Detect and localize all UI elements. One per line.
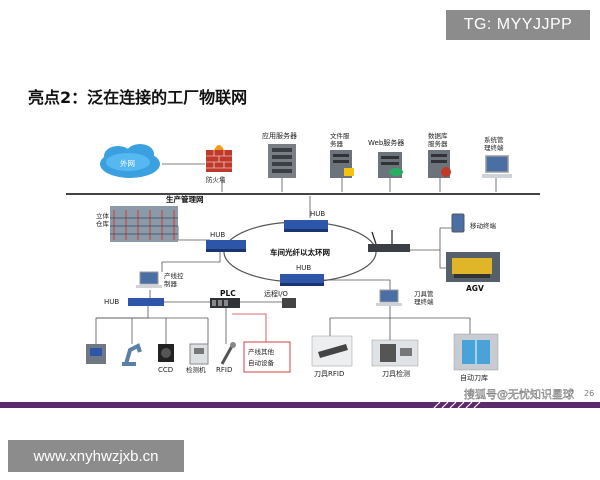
line-controller-label-2: 制器 [164,279,178,288]
page-title: 亮点2：泛在连接的工厂物联网 [28,88,248,107]
web-server-icon [378,152,403,178]
mobile-terminal-label: 移动终端 [470,221,497,230]
web-server-label: Web服务器 [368,138,404,147]
hub-top-label: HUB [310,210,325,218]
hub-top-icon [284,220,328,232]
watermark-bottom: www.xnyhwzjxb.cn [8,440,184,472]
remote-io-label: 远程I/O [264,289,288,298]
rfid-reader-icon [220,342,236,365]
agv-label: AGV [466,284,484,293]
file-server-label-2: 务器 [330,139,344,148]
db-server-label-2: 服务器 [428,139,448,148]
tool-terminal-icon [376,289,402,306]
line-controller-label-1: 产线控 [164,271,184,280]
link-warehouse-hub [177,226,210,241]
plc-icon [210,298,240,308]
sys-terminal-label-1: 系统管 [484,135,504,144]
router-icon [368,230,410,252]
sohu-watermark: 搜狐号@无忧知识星球 [464,387,574,401]
inspector-label: 检测机 [186,365,206,374]
cnc-machine-icon [86,344,106,364]
tool-check-image [371,339,419,367]
db-server-label-1: 数据库 [428,131,448,140]
external-net-label: 外网 [120,158,135,168]
firewall-label: 防火墙 [206,175,226,184]
rfid-label: RFID [216,366,232,374]
hub-far-left-icon [128,298,164,306]
other-equipment-label-1: 产线其他 [248,347,275,356]
footer-stripes [433,401,481,409]
other-equipment-label-2: 自动设备 [248,358,275,367]
file-server-icon [330,150,354,178]
plc-label: PLC [220,289,236,298]
hub-bottom-icon [280,274,324,286]
firewall-icon [206,145,232,172]
file-server-label-1: 文件服 [330,131,350,140]
computer-icon [482,155,512,178]
tool-check-label: 刀具检测 [382,369,410,378]
app-server-icon [268,144,296,178]
hub-far-left-label: HUB [104,298,119,306]
line-controller-icon [136,271,162,288]
slide-footer-bar [0,402,600,408]
tool-store-label: 自动刀库 [460,373,488,382]
tool-terminal-label-1: 刀具管 [414,289,434,298]
inspector-icon [189,343,209,365]
ccd-label: CCD [158,366,173,374]
sys-terminal-label-2: 理终端 [484,143,504,152]
app-server-label: 应用服务器 [262,131,297,140]
hub-left-icon [206,240,246,252]
page-number: 26 [584,389,594,398]
warehouse-label-2: 仓库 [96,219,110,228]
other-equipment-box [243,341,291,373]
tool-terminal-label-2: 理终端 [414,297,434,306]
tool-rfid-label: 刀具RFID [314,370,344,378]
tool-rfid-image [311,335,353,367]
ccd-camera-icon [158,344,174,362]
ring-label: 车间光纤以太环网 [270,247,330,257]
warehouse-image [110,206,178,242]
agv-image [446,252,500,282]
tool-store-image [453,333,499,371]
warehouse-label-1: 立体 [96,211,110,220]
db-server-icon [428,150,451,178]
robot-arm-icon [122,343,142,366]
hub-left-label: HUB [210,231,225,239]
tablet-icon [451,213,465,233]
link-hub-bus [95,306,149,344]
cloud-icon [100,144,160,178]
hub-bottom-label: HUB [296,264,311,272]
remote-io-icon [282,298,296,308]
mgmt-net-label: 生产管理网 [166,194,204,204]
watermark-top: TG: MYYJJPP [446,10,590,40]
link-hub-controller [161,250,221,272]
